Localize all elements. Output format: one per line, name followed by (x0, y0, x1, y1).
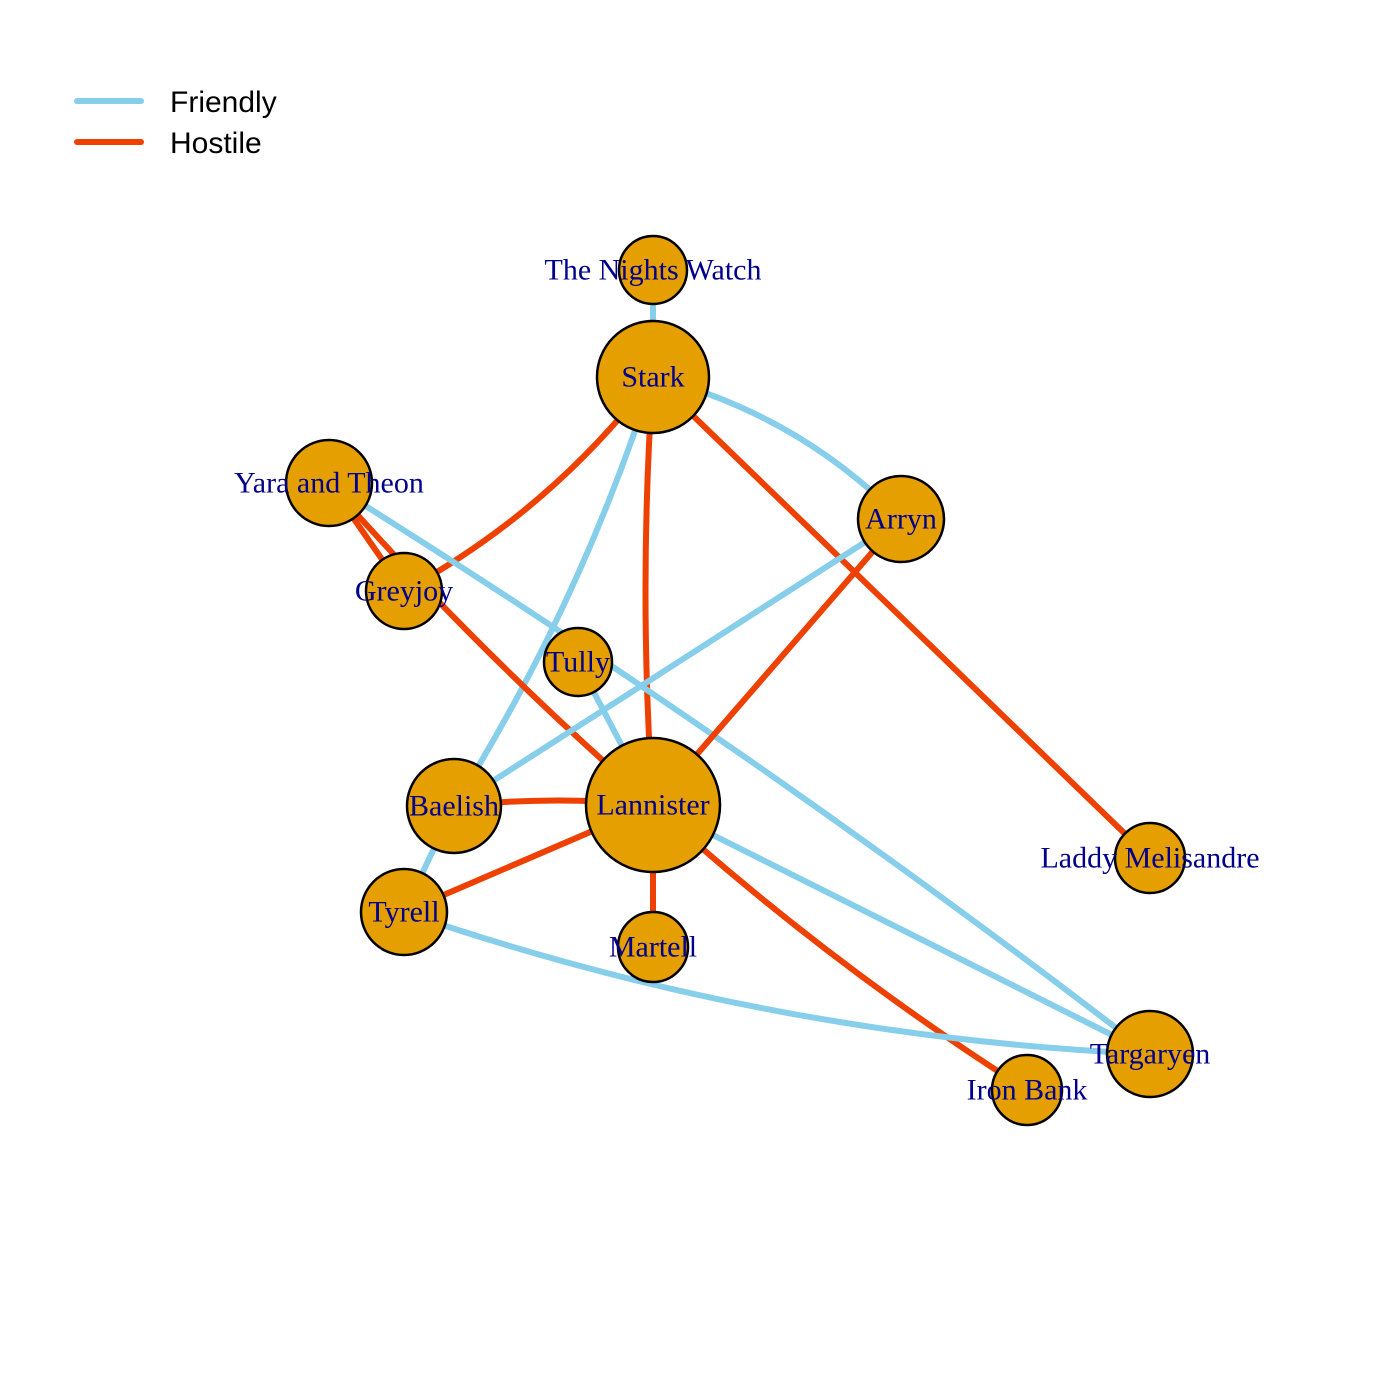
node-label-nights-watch: The Nights Watch (545, 254, 762, 287)
node-label-baelish: Baelish (409, 790, 499, 823)
node-label-laddy-melisandre: Laddy Melisandre (1040, 842, 1259, 875)
node-label-yara-theon: Yara and Theon (234, 467, 424, 500)
node-label-lannister: Lannister (596, 789, 709, 822)
edge-friendly-stark-baelish (451, 374, 656, 809)
node-arryn (856, 474, 946, 564)
node-laddy-melisandre (1113, 821, 1187, 895)
node-stark (595, 319, 711, 435)
node-tully (542, 626, 614, 698)
node-martell (616, 910, 690, 984)
node-label-tully: Tully (546, 646, 610, 679)
node-tyrell (359, 867, 449, 957)
node-label-iron-bank: Iron Bank (967, 1074, 1088, 1107)
edge-layer (326, 267, 1153, 1093)
edge-friendly-arryn-baelish (451, 516, 904, 809)
edge-friendly-tyrell-targaryen (401, 909, 1153, 1057)
node-label-stark: Stark (621, 361, 684, 394)
node-label-greyjoy: Greyjoy (355, 575, 453, 608)
node-yara-theon (284, 438, 374, 528)
node-greyjoy (364, 551, 444, 631)
legend-label-friendly: Friendly (170, 86, 277, 119)
edge-hostile-stark-laddy_melisandre (650, 374, 1153, 861)
node-iron-bank (990, 1053, 1064, 1127)
node-targaryen (1105, 1009, 1195, 1099)
node-baelish (405, 757, 503, 855)
node-label-arryn: Arryn (865, 503, 937, 536)
node-lannister (584, 736, 722, 874)
node-label-targaryen: Targaryen (1090, 1038, 1211, 1071)
node-label-tyrell: Tyrell (368, 896, 439, 929)
legend-label-hostile: Hostile (170, 127, 262, 160)
edge-hostile-lannister-iron_bank (650, 802, 1030, 1093)
edge-friendly-lannister-targaryen (650, 802, 1153, 1057)
node-label-martell: Martell (609, 931, 697, 964)
node-nights-watch (617, 234, 689, 306)
edge-friendly-yara_theon-targaryen (326, 480, 1153, 1057)
